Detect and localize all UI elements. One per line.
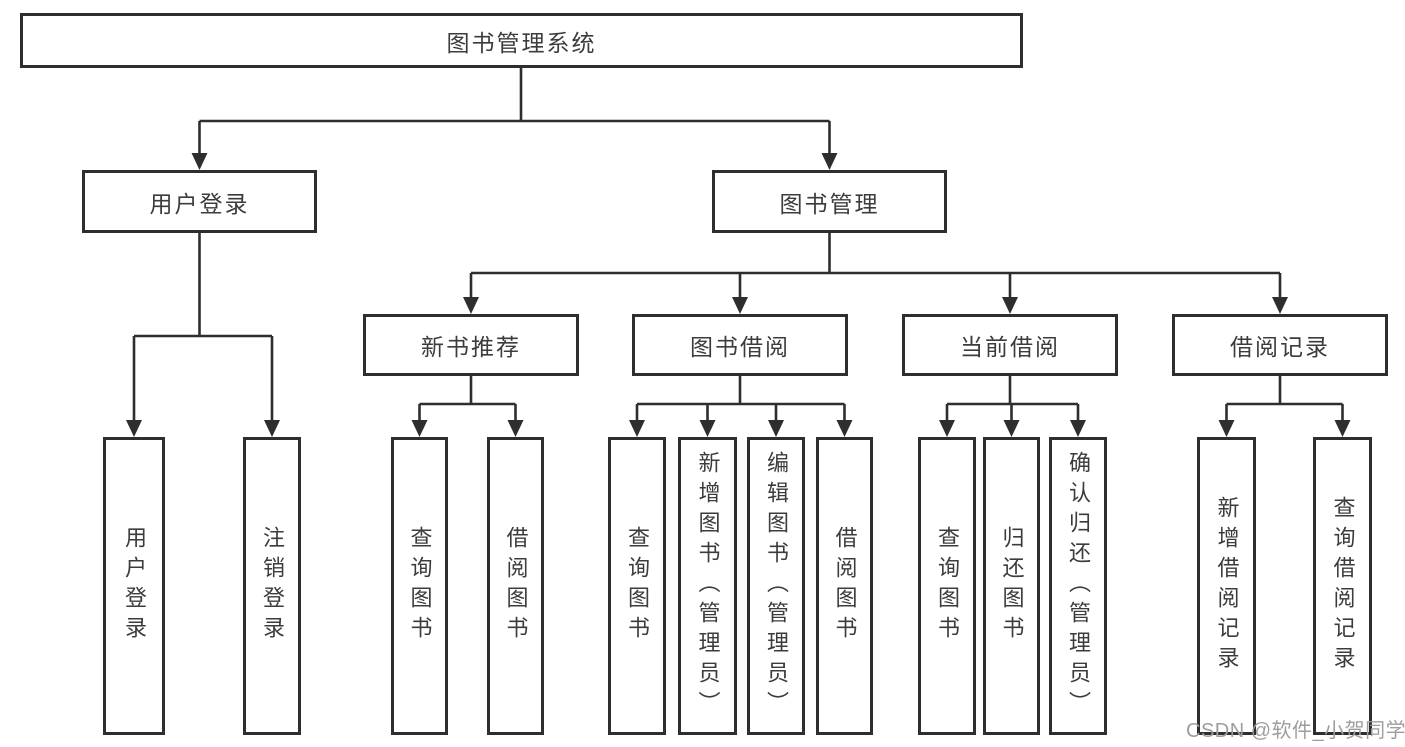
- arrowhead: [463, 297, 479, 314]
- leaf-cb-return-books-label: 归还图书: [999, 526, 1025, 646]
- node-user-login-label: 用户登录: [149, 190, 250, 217]
- arrowhead: [1003, 420, 1020, 437]
- leaf-bb-edit-books-admin-label: 编辑图书（管理员）: [764, 451, 789, 721]
- arrowhead: [821, 153, 838, 170]
- arrowhead: [629, 420, 645, 437]
- arrowhead: [939, 420, 955, 437]
- arrowhead: [507, 420, 524, 437]
- arrowhead: [411, 420, 428, 437]
- leaf-bb-query-books: 查询图书: [608, 437, 666, 735]
- node-book-management: 图书管理: [712, 170, 947, 233]
- leaf-nbr-query-books: 查询图书: [391, 437, 448, 735]
- leaf-cb-query-books: 查询图书: [918, 437, 976, 735]
- node-current-borrow-label: 当前借阅: [960, 334, 1060, 360]
- leaf-br-query-borrow-record-label: 查询借阅记录: [1330, 496, 1356, 676]
- arrowhead: [768, 420, 784, 437]
- arrowhead: [836, 420, 853, 437]
- connector-path: [132, 68, 1344, 422]
- leaf-bb-borrow-books: 借阅图书: [816, 437, 873, 735]
- node-root: 图书管理系统: [20, 13, 1023, 68]
- leaf-br-query-borrow-record: 查询借阅记录: [1313, 437, 1372, 735]
- node-book-management-label: 图书管理: [779, 190, 880, 217]
- node-current-borrow: 当前借阅: [902, 314, 1118, 376]
- arrowhead: [126, 420, 142, 437]
- arrowhead: [264, 420, 280, 437]
- leaf-cb-confirm-return-admin-label: 确认归还（管理员）: [1066, 451, 1091, 721]
- node-user-login: 用户登录: [82, 170, 317, 233]
- arrowhead: [1218, 420, 1235, 437]
- leaf-br-add-borrow-record: 新增借阅记录: [1197, 437, 1256, 735]
- leaf-bb-add-books-admin: 新增图书（管理员）: [678, 437, 737, 735]
- node-new-book-recommend: 新书推荐: [363, 314, 579, 376]
- node-borrow-records: 借阅记录: [1172, 314, 1388, 376]
- csdn-watermark: CSDN @软件_小贺同学: [1186, 720, 1405, 742]
- leaf-nbr-query-books-label: 查询图书: [407, 526, 433, 646]
- leaf-logout-label: 注销登录: [260, 526, 285, 646]
- leaf-nbr-borrow-books: 借阅图书: [487, 437, 544, 735]
- arrowhead: [191, 153, 208, 170]
- leaf-br-add-borrow-record-label: 新增借阅记录: [1214, 496, 1240, 676]
- arrowhead: [699, 420, 716, 437]
- leaf-nbr-borrow-books-label: 借阅图书: [503, 526, 529, 646]
- arrowhead: [1070, 420, 1086, 437]
- arrowhead: [732, 297, 748, 314]
- arrowhead: [1334, 420, 1351, 437]
- node-new-book-recommend-label: 新书推荐: [421, 334, 521, 360]
- leaf-bb-add-books-admin-label: 新增图书（管理员）: [695, 451, 721, 721]
- leaf-bb-borrow-books-label: 借阅图书: [832, 526, 858, 646]
- leaf-bb-query-books-label: 查询图书: [625, 526, 650, 646]
- leaf-user-login: 用户登录: [103, 437, 165, 735]
- leaf-logout: 注销登录: [243, 437, 301, 735]
- arrowhead: [1002, 297, 1018, 314]
- leaf-cb-confirm-return-admin: 确认归还（管理员）: [1049, 437, 1107, 735]
- node-book-borrow: 图书借阅: [632, 314, 848, 376]
- leaf-user-login-label: 用户登录: [122, 526, 147, 646]
- leaf-cb-query-books-label: 查询图书: [935, 526, 960, 646]
- node-root-label: 图书管理系统: [446, 29, 597, 56]
- node-book-borrow-label: 图书借阅: [690, 334, 790, 360]
- arrowhead: [1272, 297, 1288, 314]
- leaf-cb-return-books: 归还图书: [983, 437, 1040, 735]
- node-borrow-records-label: 借阅记录: [1230, 334, 1330, 360]
- leaf-bb-edit-books-admin: 编辑图书（管理员）: [747, 437, 805, 735]
